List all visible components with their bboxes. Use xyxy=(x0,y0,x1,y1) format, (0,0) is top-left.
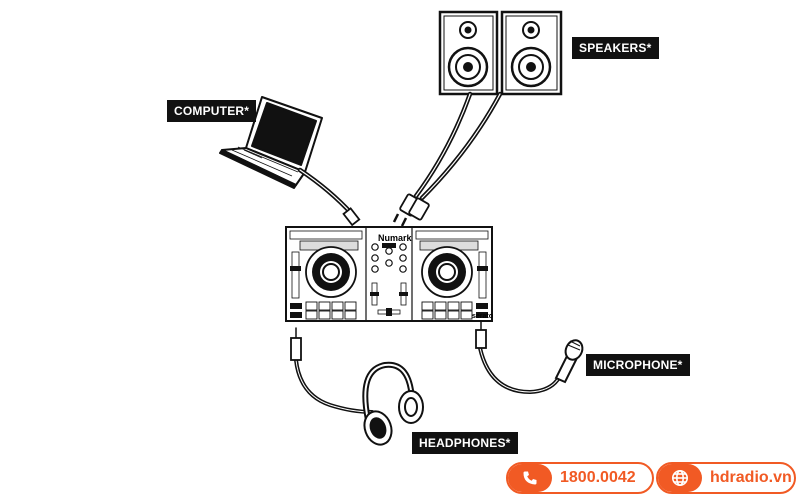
controller-brand: Numark xyxy=(378,233,412,243)
phone-number: 1800.0042 xyxy=(560,469,636,486)
globe-icon xyxy=(658,464,702,492)
headphones xyxy=(362,361,424,446)
dj-controller xyxy=(285,226,493,322)
microphone-cable xyxy=(475,321,562,395)
computer-label: COMPUTER* xyxy=(167,100,257,122)
speaker-cables xyxy=(413,91,503,201)
website-link[interactable]: hdradio.vn xyxy=(656,462,796,494)
website-url: hdradio.vn xyxy=(710,469,792,486)
microphone-label: MICROPHONE* xyxy=(586,354,690,376)
speaker-right xyxy=(500,10,563,96)
microphone xyxy=(554,339,584,384)
speakers-label: SPEAKERS* xyxy=(572,37,659,59)
controller-software: serato xyxy=(472,313,494,320)
usb-cable xyxy=(297,167,361,227)
speaker-left xyxy=(438,10,499,96)
laptop xyxy=(219,96,323,189)
phone-icon xyxy=(508,464,552,492)
headphones-label: HEADPHONES* xyxy=(412,432,518,454)
headphone-cable xyxy=(290,327,374,414)
rca-plugs xyxy=(392,193,430,227)
phone-button[interactable]: 1800.0042 xyxy=(506,462,654,494)
